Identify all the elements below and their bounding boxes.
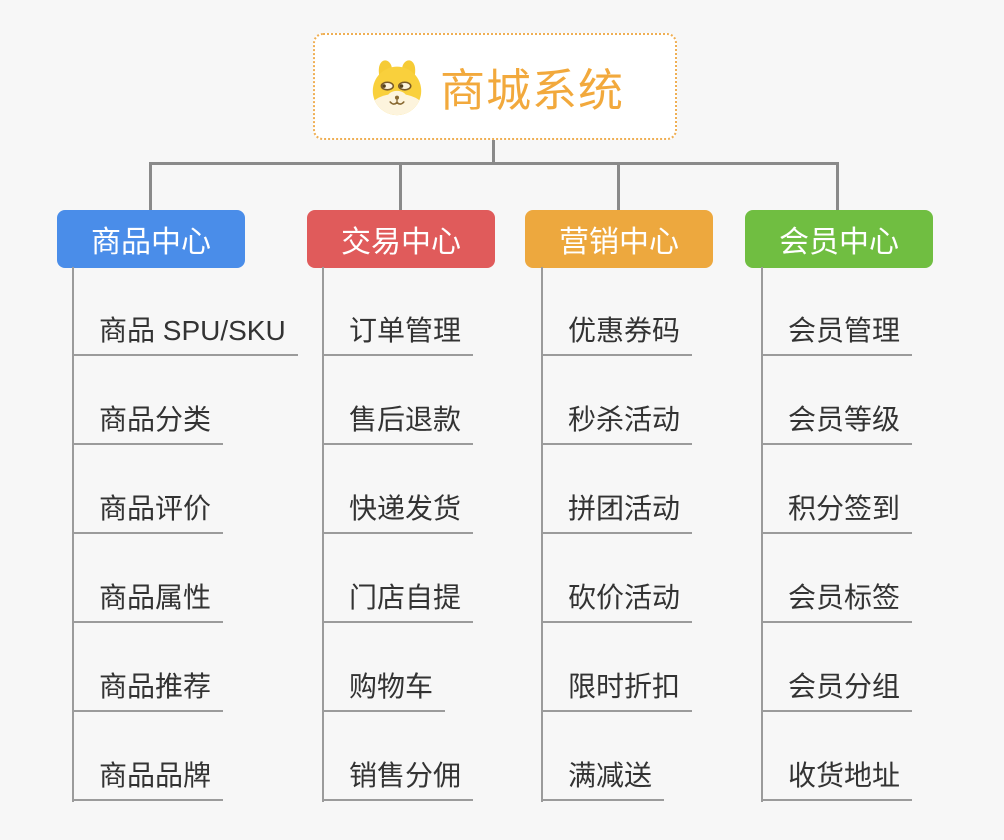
subtopic-item[interactable]: 拼团活动 xyxy=(541,492,693,534)
subtopic-item[interactable]: 会员分组 xyxy=(761,670,913,712)
connector-drop-member xyxy=(836,162,839,210)
subtopic-item[interactable]: 订单管理 xyxy=(322,314,474,356)
subtopic-item[interactable]: 砍价活动 xyxy=(541,581,693,623)
subtopic-item[interactable]: 积分签到 xyxy=(761,492,913,534)
subtopic-item[interactable]: 商品评价 xyxy=(72,492,224,534)
connector-drop-marketing xyxy=(617,162,620,210)
subtopic-item[interactable]: 秒杀活动 xyxy=(541,403,693,445)
subtopic-item[interactable]: 商品分类 xyxy=(72,403,224,445)
connector-drop-trade xyxy=(399,162,402,210)
subtopic-item[interactable]: 会员管理 xyxy=(761,314,913,356)
subtopic-item[interactable]: 收货地址 xyxy=(761,759,913,801)
root-node[interactable]: 商城系统 xyxy=(313,33,677,140)
subtopic-item[interactable]: 销售分佣 xyxy=(322,759,474,801)
subtopic-item[interactable]: 会员等级 xyxy=(761,403,913,445)
branch-spine-member xyxy=(761,267,763,802)
subtopic-item[interactable]: 商品品牌 xyxy=(72,759,224,801)
subtopic-item[interactable]: 购物车 xyxy=(322,670,446,712)
subtopic-item[interactable]: 优惠券码 xyxy=(541,314,693,356)
branch-spine-trade xyxy=(322,267,324,802)
root-title: 商城系统 xyxy=(439,65,624,116)
connector-root-drop xyxy=(492,138,495,164)
branch-spine-marketing xyxy=(541,267,543,802)
subtopic-item[interactable]: 限时折扣 xyxy=(541,670,693,712)
branch-spine-product xyxy=(72,267,74,802)
subtopic-item[interactable]: 满减送 xyxy=(541,759,665,801)
branch-member-center[interactable]: 会员中心 xyxy=(745,210,933,268)
subtopic-item[interactable]: 商品推荐 xyxy=(72,670,224,712)
branch-trade-center[interactable]: 交易中心 xyxy=(307,210,495,268)
connector-drop-product xyxy=(149,162,152,210)
subtopic-item[interactable]: 售后退款 xyxy=(322,403,474,445)
dog-face-icon xyxy=(372,59,422,115)
subtopic-item[interactable]: 商品 SPU/SKU xyxy=(72,314,298,356)
subtopic-item[interactable]: 会员标签 xyxy=(761,581,913,623)
connector-bus xyxy=(149,162,839,165)
subtopic-item[interactable]: 商品属性 xyxy=(72,581,224,623)
subtopic-item[interactable]: 门店自提 xyxy=(322,581,474,623)
branch-product-center[interactable]: 商品中心 xyxy=(57,210,245,268)
subtopic-item[interactable]: 快递发货 xyxy=(322,492,474,534)
branch-marketing-center[interactable]: 营销中心 xyxy=(525,210,713,268)
